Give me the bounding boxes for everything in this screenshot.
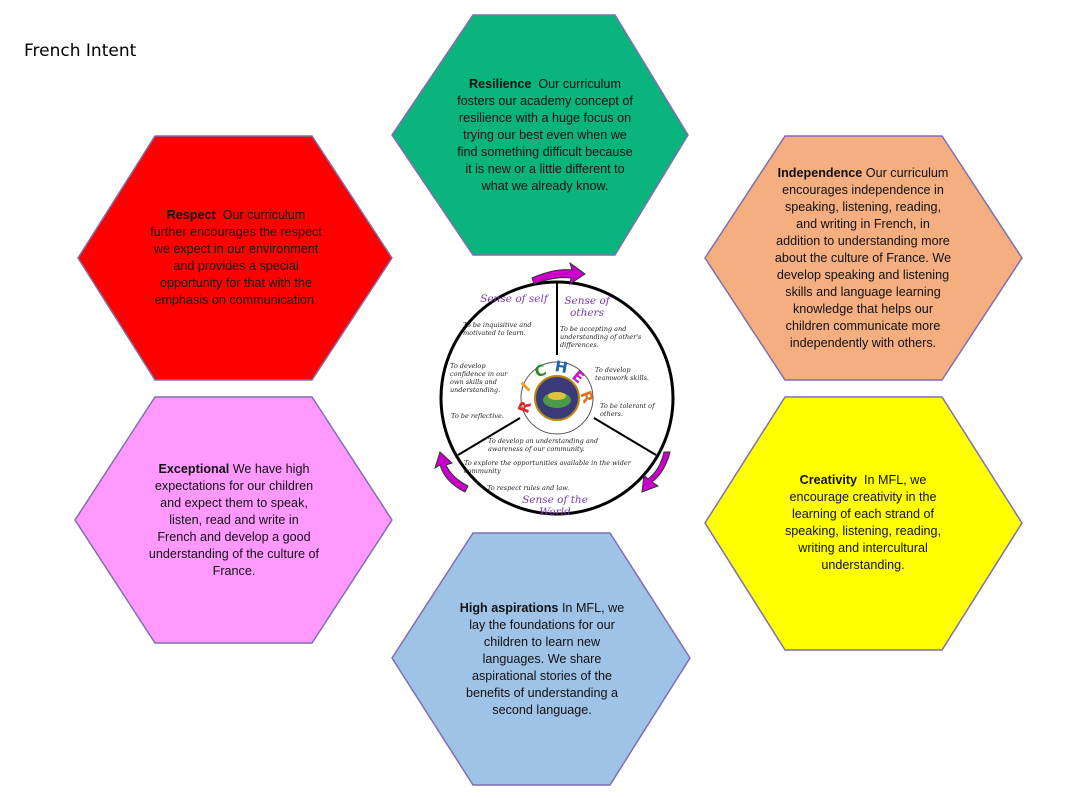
richer-letter-i: I [517,378,535,396]
richer-letter-r: R [514,398,536,416]
richer-letter-c: C [532,360,549,382]
exceptional-body: We have high expectations for our childr… [148,461,320,578]
world-item-1: To develop an understanding and awarenes… [488,437,599,453]
self-item-2: To develop confidence in our own skills … [450,362,508,394]
page-title: French Intent [24,41,137,61]
richer-letters: R I C H E R [514,357,598,438]
richer-letter-h: H [553,357,570,377]
resilience-body: Our curriculum fosters our academy conce… [457,76,633,193]
sense-of-world-label: Sense of the World [522,494,588,518]
self-item-3: To be reflective. [451,412,504,420]
sense-of-self-label: Sense of self [480,293,548,305]
high-aspirations-heading: High aspirations [459,600,559,615]
creativity-text: Creativity In MFL, we encourage creativi… [778,400,948,646]
respect-heading: Respect [166,208,216,222]
creativity-hexagon [704,396,1023,651]
arrow-right-icon [641,451,671,493]
high-aspirations-text: High aspirations In MFL, we lay the foun… [458,537,626,781]
exceptional-hexagon [74,396,393,644]
richer-letter-e: E [568,366,588,388]
respect-text: Respect Our curriculum further encourage… [150,140,322,376]
exceptional-heading: Exceptional [158,461,230,476]
creativity-body: In MFL, we encourage creativity in the l… [784,473,942,572]
high-aspirations-body: In MFL, we lay the foundations for our c… [466,600,625,717]
resilience-hexagon [391,14,689,256]
exceptional-text: Exceptional We have high expectations fo… [148,400,320,640]
others-item-1: To be accepting and understanding of oth… [560,325,642,349]
arrow-top-icon [531,261,586,286]
richer-letter-r2: R [576,388,598,406]
arrow-left-icon [434,451,469,493]
creativity-heading: Creativity [799,473,858,487]
independence-heading: Independence [777,165,863,180]
high-aspirations-hexagon [391,532,691,786]
respect-hexagon [77,135,393,381]
resilience-text: Resilience Our curriculum fosters our ac… [455,20,635,250]
sense-of-others-label: Sense of others [564,295,610,319]
others-item-2: To develop teamwork skills. [595,366,649,382]
respect-body: Our curriculum further encourages the re… [150,208,322,307]
independence-hexagon [704,135,1023,381]
independence-text: Independence Our curriculum encourages i… [773,140,953,376]
others-item-3: To be tolerant of others. [600,402,655,418]
richer-wheel [439,280,675,516]
self-item-1: To be inquisitive and motivated to learn… [463,321,532,337]
independence-body: Our curriculum encourages independence i… [774,165,952,350]
resilience-heading: Resilience [469,76,532,91]
world-item-2: To explore the opportunities available i… [464,459,631,475]
world-item-3: To respect rules and law. [487,484,570,492]
